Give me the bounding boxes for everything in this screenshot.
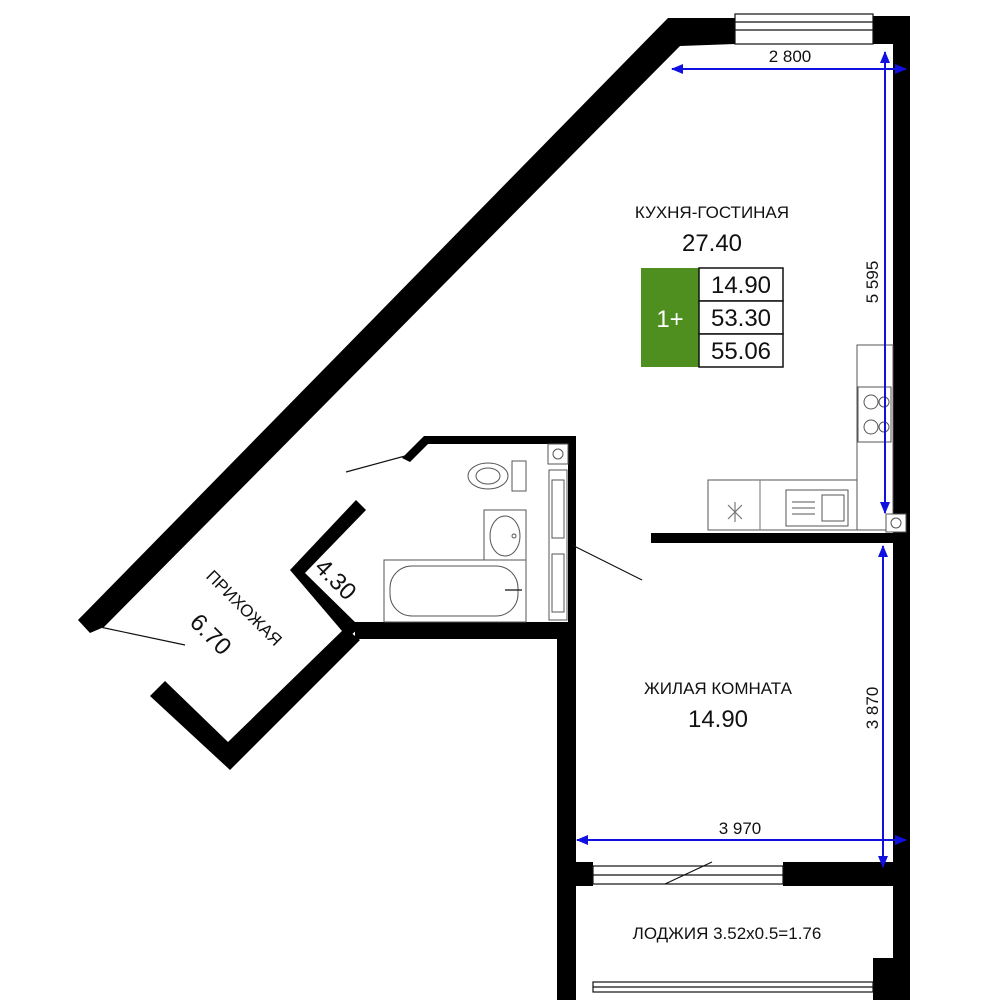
living-area-value: 14.90 [711,272,771,299]
bathroom-left-wall [290,500,366,638]
bedroom-bottom-wall-right [783,862,910,886]
loggia-label: ЛОДЖИЯ 3.52x0.5=1.76 [633,924,822,943]
kitchen-sink-icon [785,489,849,527]
bedroom-bottom-wall-left [557,862,593,886]
kitchen-shaft-icon [885,513,907,533]
bottom-right-wall [873,958,910,1000]
kitchen-bedroom-wall [651,533,893,543]
living-room-name: ЖИЛАЯ КОМНАТА [644,679,793,698]
shaft-icon [547,443,569,621]
entrance-door-swing [345,455,406,473]
bathroom-right-wall [568,440,576,630]
diagonal-outer-wall [78,18,735,633]
appliance-icon [727,502,743,522]
bathtub-icon [383,559,527,623]
toilet-icon [467,460,527,492]
hallway-area: 6.70 [184,609,236,661]
bathroom-door-swing [571,544,643,581]
bedroom-left-wall [557,622,576,1000]
living-length-label: 3 870 [863,687,882,730]
dimension-lines [576,51,907,868]
total-with-loggia-value: 55.06 [711,338,771,365]
kitchen-living-area: 27.40 [682,230,742,257]
kitchen-window [734,13,874,45]
room-count-box [641,268,699,367]
kitchen-width-label: 2 800 [769,47,812,66]
stove-icon [857,386,892,443]
balcony-door-swing [664,861,713,885]
windows [592,13,874,993]
hallway-lower-wall [150,628,360,770]
bathroom-fixtures [383,443,569,623]
living-area-box [698,267,784,302]
walls [78,16,910,1000]
bathroom-top-wall [402,436,576,462]
hallway-door-swing [99,626,186,646]
living-room-area: 14.90 [688,706,748,733]
sink-icon [483,509,527,563]
total-area-value: 53.30 [711,305,771,332]
kitchen-length-label: 5 595 [863,261,882,304]
bathroom-bottom-wall [355,622,576,639]
room-count-label: 1+ [656,306,683,333]
summary-badge: 1+ 14.90 53.30 55.06 [641,267,784,368]
doors [99,455,643,646]
living-width-label: 3 970 [719,819,762,838]
kitchen-living-name: КУХНЯ-ГОСТИНАЯ [635,203,789,222]
right-outer-wall [893,16,910,1000]
total-area-box [698,300,784,335]
kitchen-fixtures [707,344,907,533]
total-with-loggia-box [698,333,784,368]
